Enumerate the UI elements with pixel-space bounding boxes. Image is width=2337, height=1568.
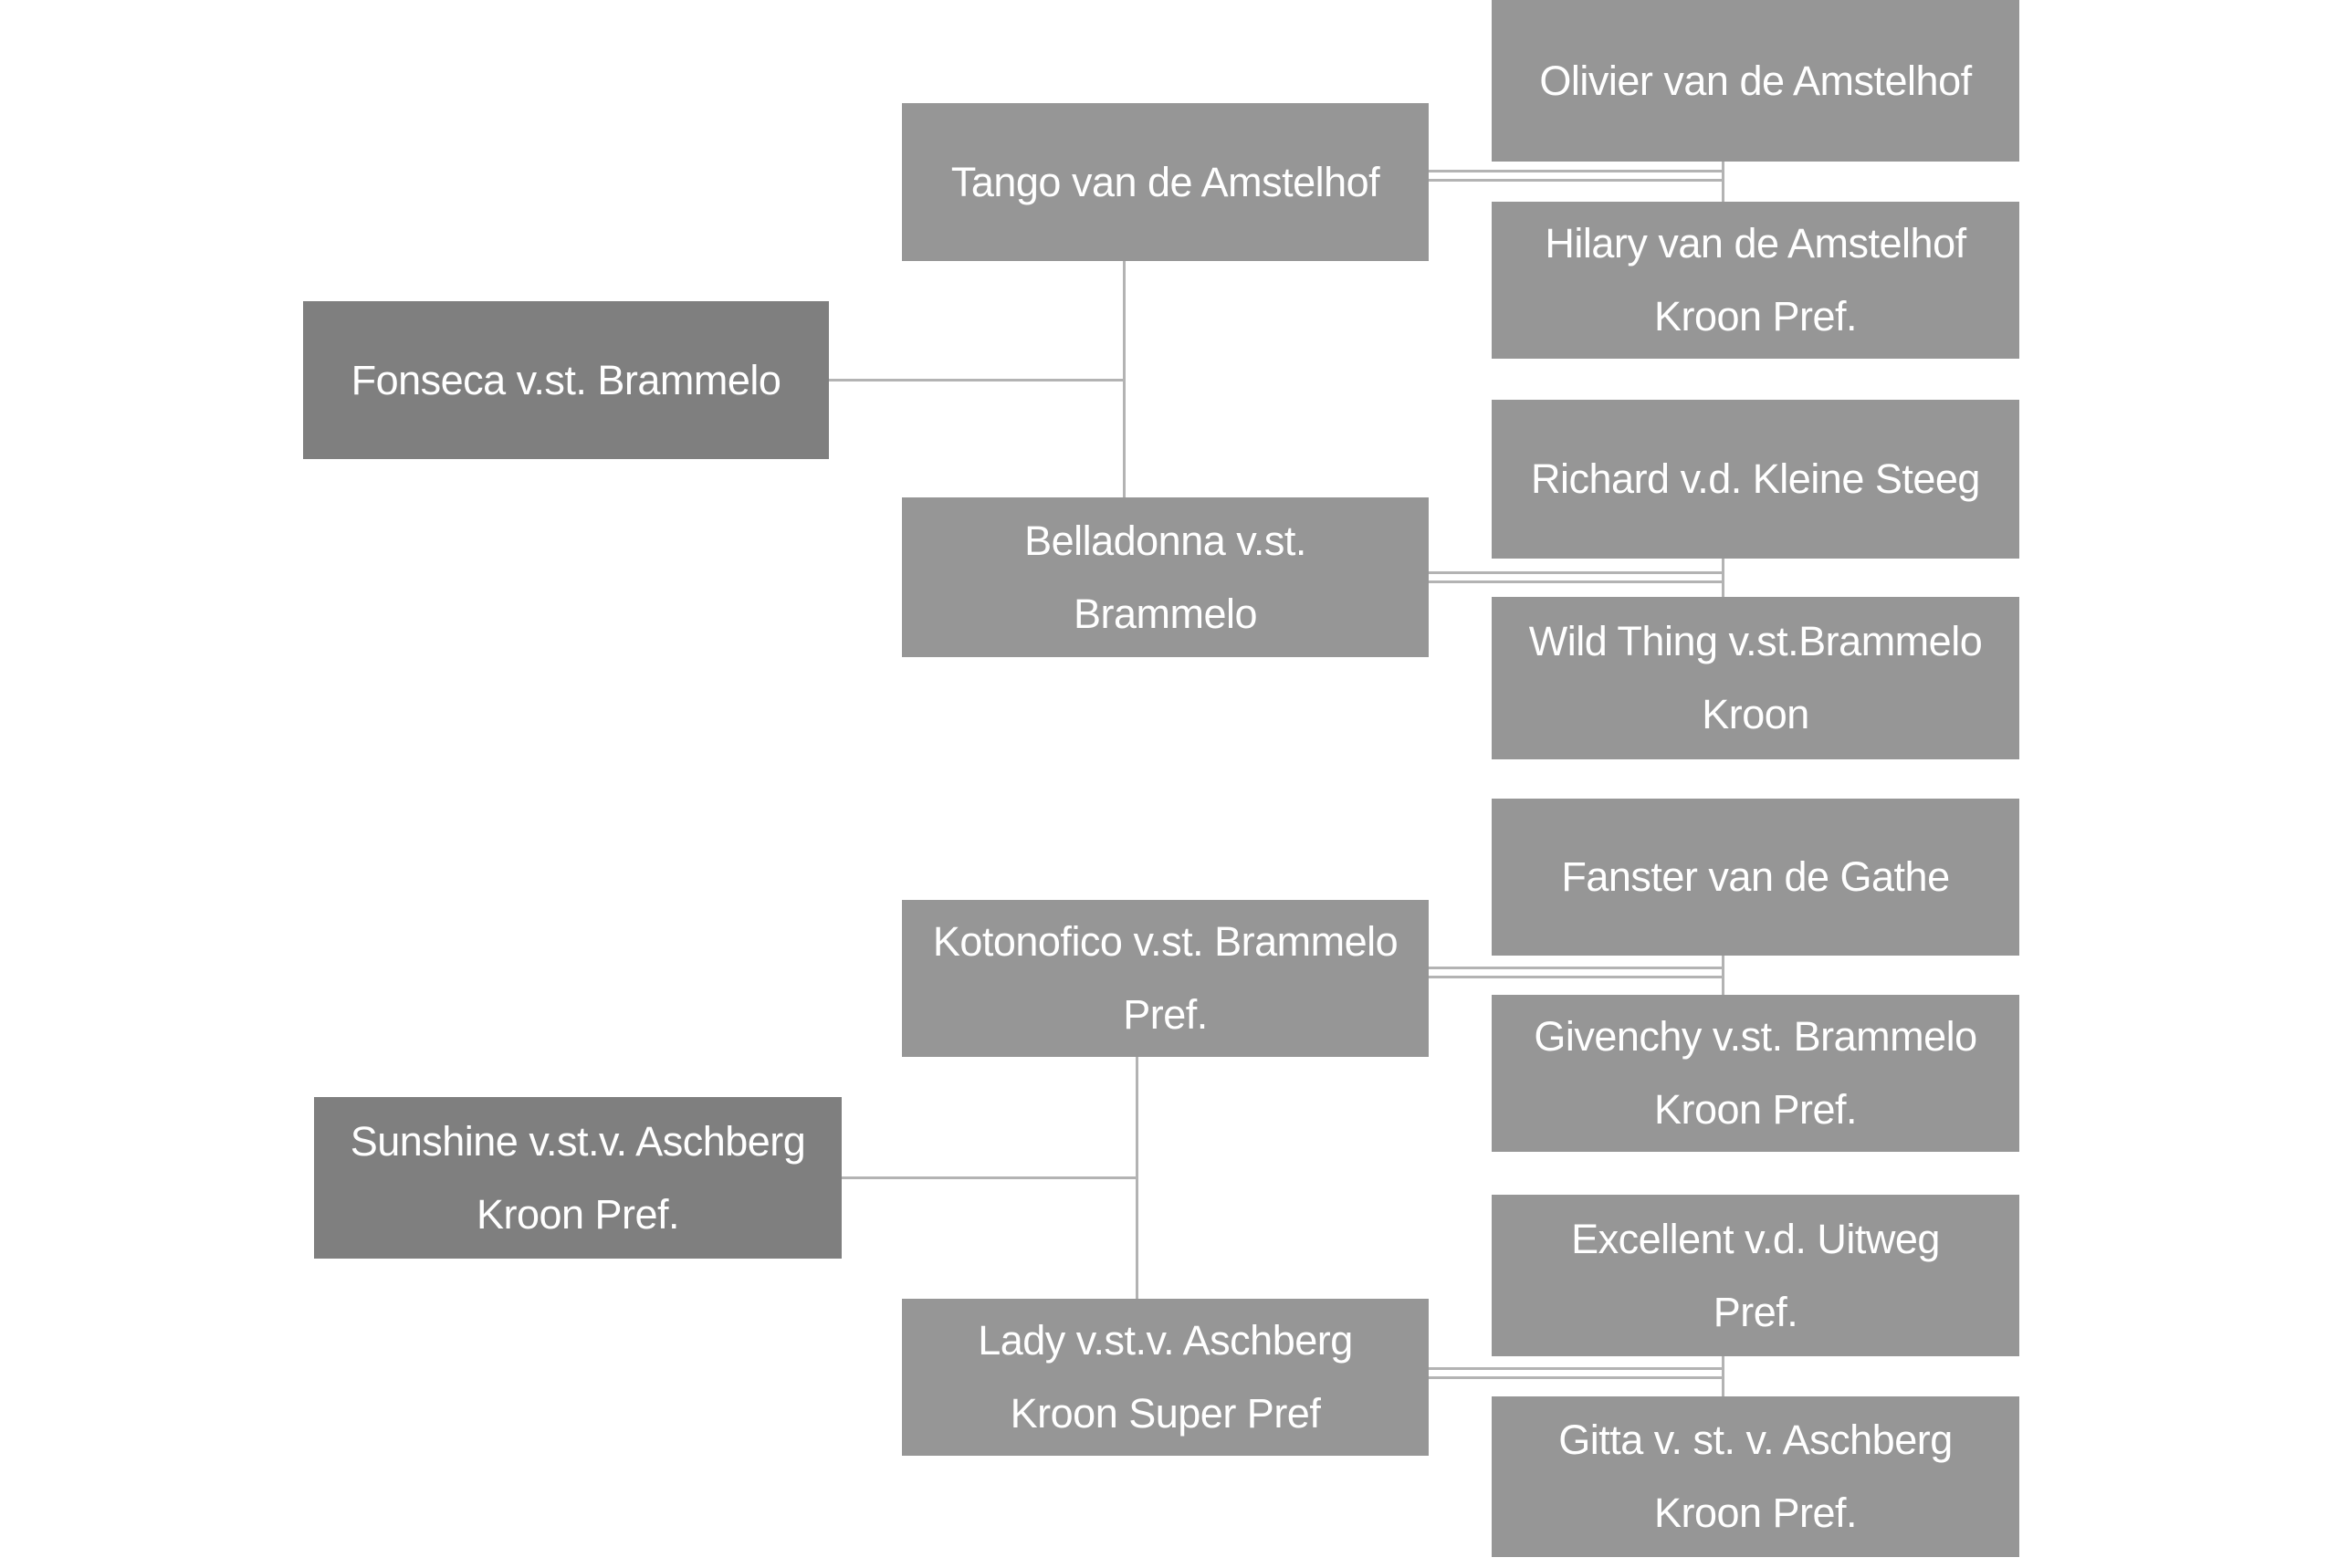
node-excellent: Excellent v.d. Uitweg Pref. (1492, 1195, 2019, 1356)
connector-lady-horizontal-bottom (1429, 1376, 1724, 1379)
node-label: Wild Thing v.st.Brammelo (1528, 618, 1983, 664)
node-label: Kroon Pref. (1653, 1490, 1858, 1536)
node-label: Excellent v.d. Uitweg (1571, 1215, 1940, 1262)
connector-kotonofico-horizontal-top (1429, 967, 1724, 969)
node-label: Brammelo (1073, 590, 1258, 637)
node-label: Fonseca v.st. Brammelo (351, 356, 781, 403)
node-label: Pref. (1123, 991, 1208, 1038)
node-label: Pref. (1713, 1288, 1798, 1335)
connector-lady-horizontal-top (1429, 1367, 1724, 1370)
connector-sunshine-vertical (1136, 1057, 1138, 1299)
node-hilary: Hilary van de Amstelhof Kroon Pref. (1492, 202, 2019, 359)
node-label: Givenchy v.st. Brammelo (1534, 1013, 1977, 1060)
node-sunshine: Sunshine v.st.v. Aschberg Kroon Pref. (314, 1097, 842, 1259)
node-label: Olivier van de Amstelhof (1539, 57, 1972, 104)
node-label: Hilary van de Amstelhof (1545, 220, 1966, 267)
connector-fonseca-horizontal (829, 379, 1126, 382)
node-label: Richard v.d. Kleine Steeg (1531, 455, 1980, 502)
connector-tango-horizontal-bottom (1429, 179, 1724, 182)
node-fonseca: Fonseca v.st. Brammelo (303, 301, 829, 459)
connector-kotonofico-horizontal-bottom (1429, 976, 1724, 978)
node-label: Kotonofico v.st. Brammelo (932, 918, 1399, 965)
node-wildthing: Wild Thing v.st.Brammelo Kroon (1492, 597, 2019, 759)
node-olivier: Olivier van de Amstelhof (1492, 0, 2019, 162)
node-label: Sunshine v.st.v. Aschberg (350, 1117, 806, 1165)
connector-lady-vertical (1722, 1356, 1724, 1396)
node-richard: Richard v.d. Kleine Steeg (1492, 400, 2019, 559)
node-label: Kroon Pref. (1653, 1086, 1858, 1133)
node-fanster: Fanster van de Gathe (1492, 799, 2019, 956)
connector-belladonna-vertical (1722, 559, 1724, 597)
connector-fonseca-vertical (1123, 261, 1126, 497)
node-label: Kroon Pref. (476, 1190, 680, 1238)
node-givenchy: Givenchy v.st. Brammelo Kroon Pref. (1492, 995, 2019, 1152)
connector-tango-horizontal-top (1429, 170, 1724, 172)
node-lady: Lady v.st.v. Aschberg Kroon Super Pref (902, 1299, 1429, 1456)
node-belladonna: Belladonna v.st. Brammelo (902, 497, 1429, 657)
node-label: Tango van de Amstelhof (950, 158, 1380, 205)
connector-belladonna-horizontal-bottom (1429, 580, 1724, 583)
node-label: Gitta v. st. v. Aschberg (1558, 1416, 1953, 1463)
connector-belladonna-horizontal-top (1429, 571, 1724, 574)
connector-tango-vertical (1722, 162, 1724, 202)
node-label: Kroon Pref. (1653, 293, 1858, 340)
connector-kotonofico-vertical (1722, 956, 1724, 995)
node-gitta: Gitta v. st. v. Aschberg Kroon Pref. (1492, 1396, 2019, 1557)
connector-sunshine-horizontal (842, 1176, 1138, 1179)
node-kotonofico: Kotonofico v.st. Brammelo Pref. (902, 900, 1429, 1057)
node-label: Kroon (1702, 691, 1809, 737)
node-label: Belladonna v.st. (1024, 517, 1306, 564)
node-tango: Tango van de Amstelhof (902, 103, 1429, 261)
node-label: Lady v.st.v. Aschberg (978, 1317, 1353, 1364)
node-label: Fanster van de Gathe (1561, 853, 1950, 900)
node-label: Kroon Super Pref (1010, 1390, 1321, 1437)
